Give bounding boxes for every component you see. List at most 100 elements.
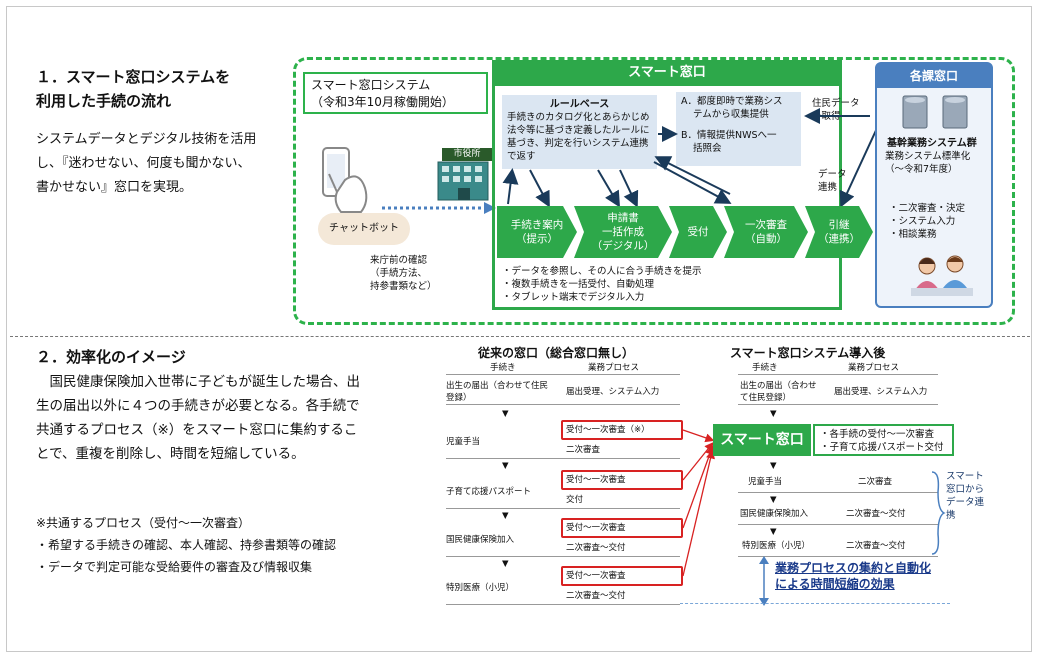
smart-window-system-boundary <box>293 57 1015 325</box>
step-line: 手続き案内 <box>510 219 564 231</box>
effect-line: 業務プロセスの集約と自動化 <box>775 561 932 575</box>
before-header-rule <box>446 374 680 375</box>
after-step: 届出受理、システム入力 <box>834 387 928 397</box>
after-proc-birth: 出生の届出（合わせて住民登録） <box>740 381 817 403</box>
row-rule <box>446 404 680 405</box>
down-arrow: ▼ <box>502 409 509 419</box>
before-step: 受付～一次審査 <box>566 475 626 485</box>
after-proc-special-medical: 特別医療（小児） <box>742 541 811 551</box>
common-process-note: ※共通するプロセス（受付～一次審査） ・希望する手続きの確認、本人確認、持参書類… <box>36 512 336 578</box>
row-rule <box>738 524 938 525</box>
step-line: （デジタル） <box>591 240 655 252</box>
data-link-line: データ <box>818 169 847 180</box>
before-step: 届出受理、システム入力 <box>566 387 660 397</box>
data-link-line: 窓口から <box>946 484 985 495</box>
section1-desc-line: システムデータとデジタル技術を活用 <box>36 132 257 147</box>
para-line: とで、重複を削除し、時間を短縮している。 <box>36 446 305 462</box>
server-icon <box>902 95 968 129</box>
dotted-arrow-icon <box>382 202 496 214</box>
department-task: ・二次審査・決定 <box>889 203 966 214</box>
department-window-title: 各課窓口 <box>877 64 991 88</box>
down-arrow: ▼ <box>502 511 509 521</box>
before-proc-birth: 出生の届出（合わせて住民登録） <box>446 381 549 403</box>
before-col-process: 業務プロセス <box>588 363 640 373</box>
before-step: 二次審査 <box>566 445 601 455</box>
after-step: 二次審査～交付 <box>846 541 906 551</box>
rulebase-text: 手続きのカタログ化とあらかじめ法令等に基づき定義したルールに基づき、判定を行いシ… <box>507 112 650 162</box>
source-b-line: B．情報提供NWSへ一 <box>681 130 777 141</box>
section1-title-line1: １．スマート窓口システムを <box>36 68 231 86</box>
para-line: 国民健康保険加入世帯に子どもが誕生した場合、出 <box>36 374 360 390</box>
right-brace-icon <box>931 471 946 555</box>
after-col-procedure: 手続き <box>752 363 778 373</box>
step-line: 一括作成 <box>601 226 644 238</box>
down-arrow: ▼ <box>770 461 777 471</box>
bullet-item: ・データを参照し、その人に合う手続きを提示 <box>502 266 702 277</box>
step-line: （連携） <box>818 233 860 245</box>
page-frame <box>6 6 1032 652</box>
department-task: ・相談業務 <box>889 229 937 240</box>
source-b-line: 括照会 <box>693 143 722 154</box>
highlight-box <box>561 518 683 538</box>
note-item: ・希望する手続きの確認、本人確認、持参書類等の確認 <box>36 538 337 552</box>
down-arrow: ▼ <box>502 461 509 471</box>
section2-paragraph: 国民健康保険加入世帯に子どもが誕生した場合、出 生の届出以外に４つの手続きが必要… <box>36 370 360 466</box>
department-tasks: ・二次審査・決定 ・システム入力 ・相談業務 <box>889 202 965 241</box>
row-rule <box>446 508 680 509</box>
down-arrow: ▼ <box>770 495 777 505</box>
data-link-line: 連携 <box>818 182 838 193</box>
step-line: 一次審査 <box>745 219 787 231</box>
before-proc-passport: 子育て応援パスポート <box>446 487 532 497</box>
chatbot-bubble: チャットボット <box>318 213 410 245</box>
row-rule <box>738 492 938 493</box>
before-step: 受付～一次審査（※） <box>566 425 650 435</box>
smart-window-tasks: ・各手続の受付～一次審査 ・子育て応援パスポート交付 <box>813 424 954 456</box>
standardization-line: （～令和7年度） <box>885 164 958 175</box>
before-step: 二次審査～交付 <box>566 591 626 601</box>
step-handover: 引継（連携） <box>805 206 873 258</box>
after-col-process: 業務プロセス <box>848 363 900 373</box>
system-name-box: スマート窓口システム （令和3年10月稼働開始） <box>303 72 488 114</box>
para-line: 生の届出以外に４つの手続きが必要となる。各手続で <box>36 398 360 414</box>
note-title: ※共通するプロセス（受付～一次審査） <box>36 516 251 530</box>
time-reduction-line <box>680 603 950 604</box>
row-rule <box>446 604 680 605</box>
data-link-line: データ連 <box>946 497 985 508</box>
after-proc-nhi: 国民健康保険加入 <box>740 509 809 519</box>
bullet-item: ・タブレット端末でデジタル入力 <box>502 292 645 303</box>
before-proc-special-medical: 特別医療（小児） <box>446 583 515 593</box>
smart-window-box: スマート窓口 <box>713 424 811 456</box>
highlight-box <box>561 420 683 440</box>
before-step: 受付～一次審査 <box>566 571 626 581</box>
source-a-line: A．都度即時で業務シス <box>681 96 783 107</box>
after-step: 二次審査～交付 <box>846 509 906 519</box>
standardization-line: 業務システム標準化 <box>885 151 971 162</box>
smart-window-bullets: ・データを参照し、その人に合う手続きを提示 ・複数手続きを一括受付、自動処理 ・… <box>502 265 702 304</box>
before-proc-child-allowance: 児童手当 <box>446 437 481 447</box>
pre-visit-line: （手続方法、 <box>370 268 428 279</box>
before-col-procedure: 手続き <box>490 363 516 373</box>
smart-window-header: スマート窓口 <box>492 60 842 86</box>
rulebase-title: ルールベース <box>549 99 610 110</box>
smart-window-task: ・子育て応援パスポート交付 <box>820 442 944 453</box>
step-line: （自動） <box>745 233 787 245</box>
department-task: ・システム入力 <box>889 216 956 227</box>
smart-window-task: ・各手続の受付～一次審査 <box>820 429 935 440</box>
highlight-box <box>561 470 683 490</box>
city-hall-sign: 市役所 <box>442 148 492 161</box>
staff-counter-icon <box>911 255 973 296</box>
after-header-rule <box>738 374 938 375</box>
section1-desc: システムデータとデジタル技術を活用 し、『迷わせない、何度も聞かない、 書かせな… <box>36 128 256 200</box>
pre-visit-line: 来庁前の確認 <box>370 255 428 266</box>
section-divider <box>10 336 1030 337</box>
city-hall-building-icon <box>437 161 489 201</box>
step-line: （提示） <box>516 233 558 245</box>
after-title: スマート窓口システム導入後 <box>730 346 886 360</box>
before-proc-nhi: 国民健康保険加入 <box>446 535 515 545</box>
section1-title-line2: 利用した手続の流れ <box>36 92 172 110</box>
down-arrow: ▼ <box>770 527 777 537</box>
system-name: スマート窓口システム <box>311 78 431 92</box>
row-rule <box>738 556 938 557</box>
double-arrow-icon <box>759 556 769 606</box>
data-link-note: スマート 窓口から データ連 携 <box>946 470 984 522</box>
